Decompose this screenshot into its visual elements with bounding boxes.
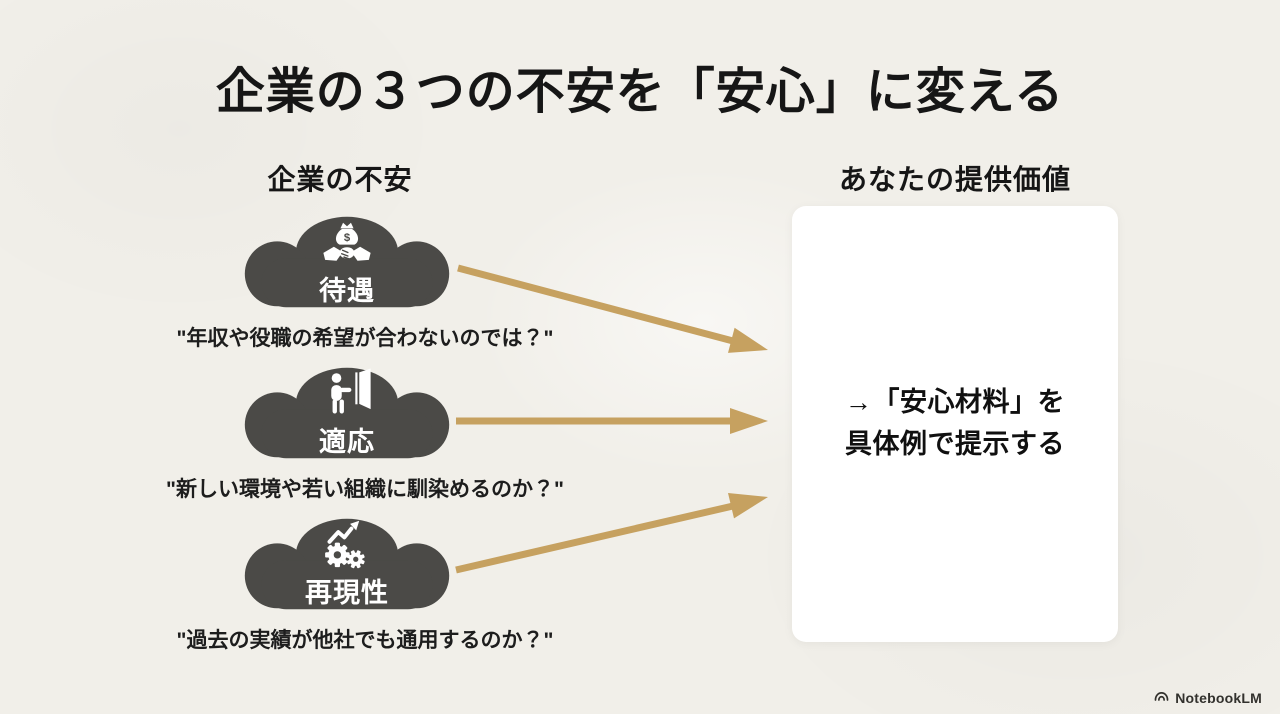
concern-cloud-adaptation: 適応: [234, 363, 460, 463]
cloud-shape: [244, 367, 450, 459]
value-line-1: →「安心材料」を: [845, 387, 1065, 418]
page-title: 企業の３つの不安を「安心」に変える: [215, 64, 1065, 119]
value-proposition-text: →「安心材料」を 具体例で提示する: [845, 382, 1065, 466]
right-column-header: あなたの提供価値: [838, 164, 1071, 195]
svg-text:$: $: [344, 232, 351, 244]
cloud-shape: [244, 216, 450, 308]
concern-cloud-compensation: $ 待遇: [234, 212, 460, 312]
concern-quote: "年収や役職の希望が合わないのでは？": [176, 327, 554, 350]
notebooklm-logo-icon: [1154, 692, 1169, 701]
value-proposition-box: →「安心材料」を 具体例で提示する: [792, 206, 1118, 642]
concern-label: 再現性: [305, 578, 389, 608]
value-line-2: 具体例で提示する: [845, 429, 1065, 459]
gears-growth-icon: [325, 520, 365, 569]
arrow-bottom: [455, 493, 768, 574]
money-handshake-icon: $: [323, 222, 371, 261]
left-column-header: 企業の不安: [267, 164, 413, 195]
footer-brand: NotebookLM: [1153, 689, 1262, 706]
brand-name: NotebookLM: [1175, 689, 1262, 706]
concern-label: 待遇: [319, 276, 375, 306]
person-door-icon: [331, 368, 371, 414]
concern-cloud-reproducibility: 再現性: [234, 514, 460, 614]
concern-quote: "過去の実績が他社でも通用するのか？": [176, 629, 554, 652]
arrow-middle: [456, 408, 768, 434]
concern-quote: "新しい環境や若い組織に馴染めるのか？": [166, 478, 564, 501]
concern-label: 適応: [319, 427, 375, 457]
